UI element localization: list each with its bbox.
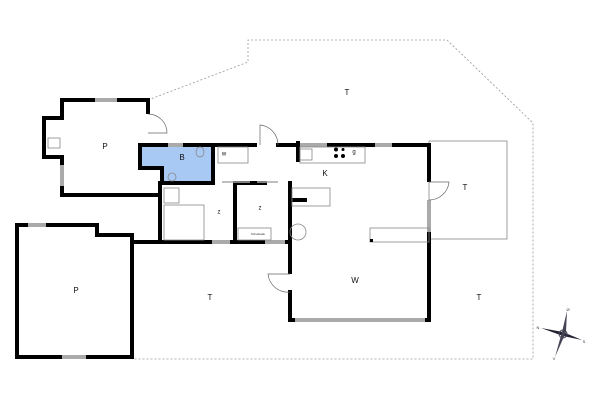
room-label: g bbox=[352, 150, 355, 156]
plot-outline bbox=[132, 39, 534, 360]
terrace-deck bbox=[428, 140, 508, 240]
sink-icon bbox=[47, 137, 61, 149]
compass-rose-icon: Ø N S V bbox=[537, 307, 586, 361]
toilet-icon bbox=[195, 146, 205, 158]
door bbox=[267, 273, 291, 293]
lower-garage-walls bbox=[15, 223, 162, 359]
main-walls bbox=[138, 143, 431, 322]
room-label: z bbox=[218, 210, 221, 216]
svg-text:Ø: Ø bbox=[566, 307, 569, 312]
door bbox=[428, 181, 450, 201]
stove-icon bbox=[334, 147, 345, 158]
cabinet bbox=[163, 187, 180, 204]
room-label: T bbox=[208, 293, 213, 302]
room-label: w bbox=[221, 152, 227, 158]
cabinet bbox=[237, 227, 272, 241]
svg-text:S: S bbox=[583, 339, 586, 344]
room-label: P bbox=[73, 286, 78, 295]
room-label: B bbox=[179, 153, 184, 162]
bathroom-area bbox=[140, 145, 213, 183]
svg-text:V: V bbox=[553, 356, 556, 361]
door bbox=[147, 113, 168, 134]
cabinet-label: Schabsafe bbox=[251, 232, 266, 236]
washer-icon bbox=[217, 146, 249, 164]
bed-icon bbox=[163, 204, 205, 241]
room-label: z bbox=[259, 206, 262, 212]
room-label: T bbox=[477, 293, 482, 302]
room-label: K bbox=[322, 169, 328, 178]
room-label: W bbox=[351, 276, 359, 285]
sink-icon bbox=[299, 148, 313, 161]
svg-text:N: N bbox=[537, 325, 540, 330]
room-label: T bbox=[345, 88, 350, 97]
sink-icon bbox=[167, 172, 177, 182]
room-label: P bbox=[102, 142, 107, 151]
room-label: T bbox=[463, 183, 468, 192]
kitchen-island bbox=[291, 187, 331, 207]
stove-round-icon bbox=[289, 223, 307, 241]
door bbox=[259, 124, 279, 146]
room-divider-counter bbox=[369, 227, 430, 243]
